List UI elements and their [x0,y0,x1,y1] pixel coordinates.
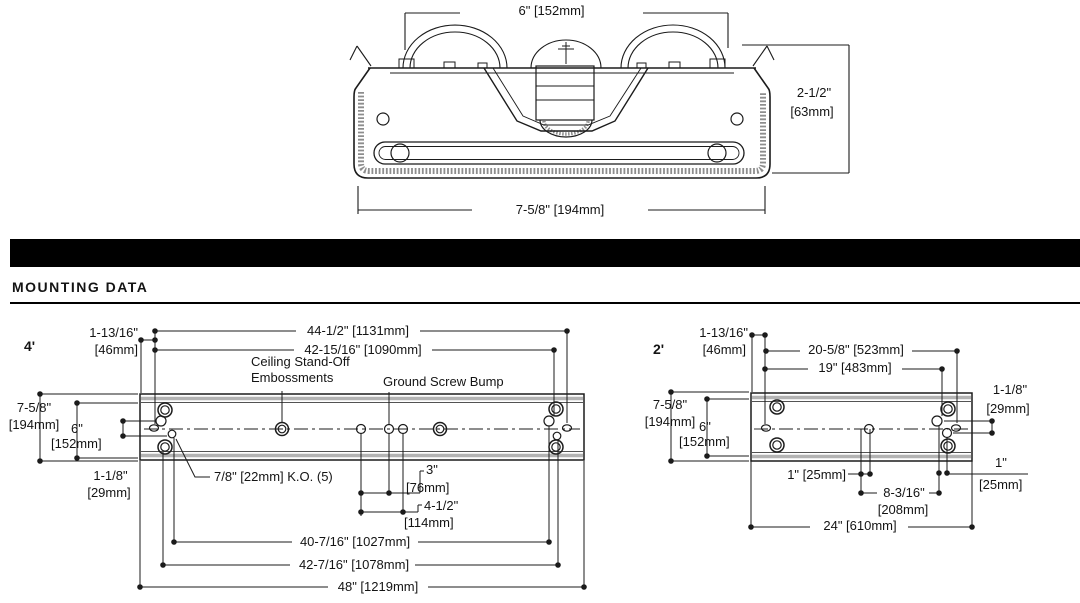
dim-2ft-side-offset-in: 1-1/8" [992,382,1028,397]
section-title: MOUNTING DATA [12,279,149,295]
dim-2ft-lamp-spacing-in: 6" [699,419,711,434]
dim-2ft-width-in: 7-5/8" [652,397,688,412]
dim-4ft-span-40: 40-7/16" [1027mm] [299,534,411,549]
dim-top-width: 6" [152mm] [518,3,585,18]
dim-2ft-end-hole-offset-in: 1" [995,455,1007,470]
dim-2ft-slot-span: 20-5/8" [523mm] [808,342,904,357]
dim-4ft-center1-mm: [76mm] [406,480,450,495]
dim-bottom-width: 7-5/8" [194mm] [515,202,605,217]
note-ground-screw-bump: Ground Screw Bump [383,374,504,389]
dim-4ft-slot-span: 44-1/2" [1131mm] [307,323,409,338]
dim-4ft-width-in: 7-5/8" [16,400,52,415]
dim-4ft-width-mm: [194mm] [8,417,60,432]
dim-2ft-center-offset: 1" [25mm] [787,467,846,482]
dim-2ft-lamp-spacing-mm: [152mm] [679,434,730,449]
dim-height-mm: [63mm] [790,104,834,119]
dim-2ft-bump-span-in: 8-3/16" [883,485,925,500]
dim-4ft-center2-mm: [114mm] [404,515,454,530]
cross-section-drawing [349,12,850,214]
dim-2ft-hole-span: 19" [483mm] [818,360,892,375]
dim-4ft-center2-in: 4-1/2" [424,498,459,513]
dim-2ft-end-offset-in: 1-13/16" [699,325,748,340]
fixture-2ft-label: 2' [653,341,665,357]
dim-4ft-end-offset-mm: [46mm] [94,342,138,357]
dim-2ft-bump-span-mm: [208mm] [877,502,929,517]
note-ceiling-standoff-line1: Ceiling Stand-Off [251,354,350,369]
dim-2ft-end-offset-mm: [46mm] [702,342,746,357]
dim-4ft-side-offset-mm: [29mm] [87,485,131,500]
mounting-4ft-drawing [37,328,587,590]
dim-4ft-end-offset-in: 1-13/16" [89,325,138,340]
black-divider-bar [10,239,1080,267]
dim-4ft-lamp-spacing-mm: [152mm] [51,436,102,451]
dim-height-in: 2-1/2" [796,85,832,100]
section-rule [10,302,1080,304]
dim-2ft-width-mm: [194mm] [644,414,696,429]
dim-4ft-hole-span: 42-15/16" [1090mm] [304,342,422,357]
fixture-4ft-label: 4' [24,338,36,354]
note-ceiling-standoff-line2: Embossments [251,370,334,385]
mounting-2ft-drawing [668,332,1028,530]
dim-2ft-overall-length: 24" [610mm] [823,518,897,533]
dim-2ft-side-offset-mm: [29mm] [986,401,1030,416]
note-knockout: 7/8" [22mm] K.O. (5) [214,469,333,484]
dim-4ft-overall-length: 48" [1219mm] [337,579,419,594]
dim-4ft-center1-in: 3" [426,462,438,477]
dim-2ft-end-hole-offset-mm: [25mm] [979,477,1023,492]
dim-4ft-span-42: 42-7/16" [1078mm] [298,557,410,572]
dim-4ft-lamp-spacing-in: 6" [71,421,83,436]
dim-4ft-side-offset-in: 1-1/8" [93,468,128,483]
